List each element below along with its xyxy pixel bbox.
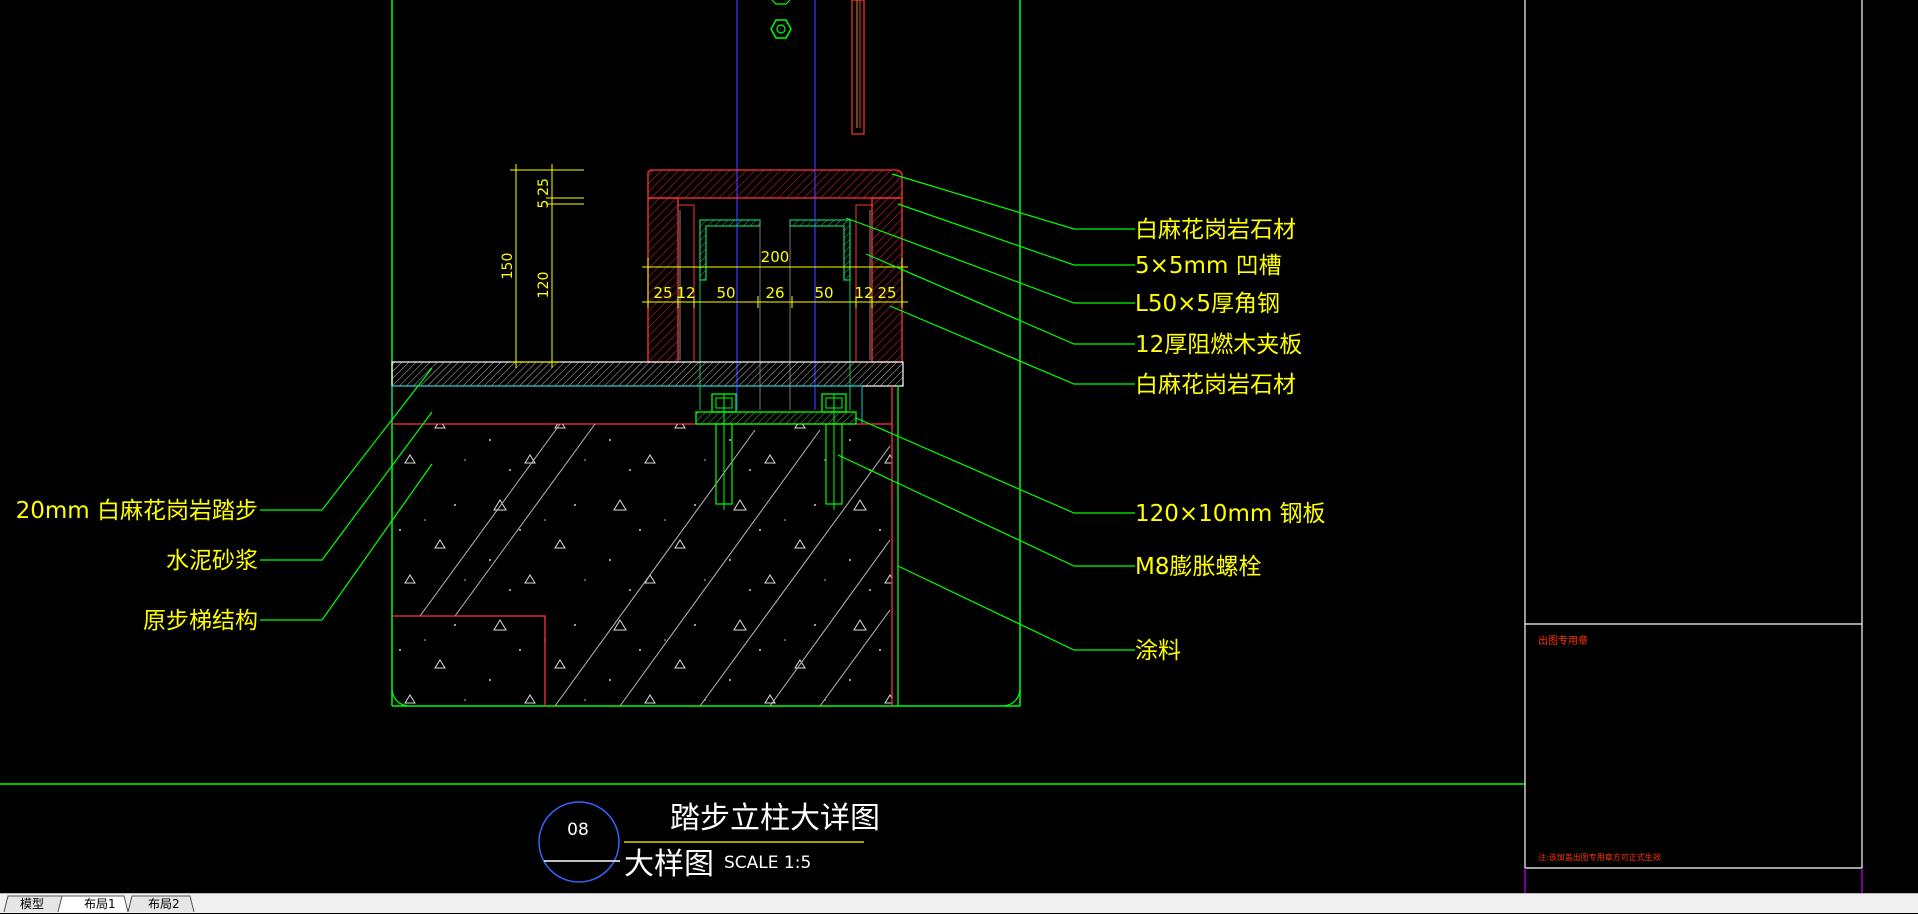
detail-title: 踏步立柱大详图 — [670, 801, 880, 836]
detail-scale: SCALE 1:5 — [724, 853, 811, 873]
dim-part-6: 12 — [854, 284, 873, 302]
stamp-label: 出图专用章 — [1538, 634, 1588, 647]
top-fixtures — [770, 0, 865, 135]
tab-layout-1[interactable]: 布局1 — [84, 897, 116, 911]
leader-lines — [260, 173, 1135, 651]
stamp-note: 注:该加盖出图专用章方可正式生效 — [1538, 852, 1661, 862]
center-axis-lines — [736, 0, 816, 410]
label-original-structure: 原步梯结构 — [143, 608, 258, 634]
label-granite-tread: 20mm 白麻花岗岩踏步 — [16, 498, 258, 524]
label-steel-plate: 120×10mm 钢板 — [1135, 501, 1326, 527]
dimension-lines — [510, 164, 908, 368]
dim-total-width: 200 — [761, 248, 790, 266]
label-plywood: 12厚阻燃木夹板 — [1135, 332, 1302, 358]
drawing-frame — [0, 0, 1863, 893]
dim-part-7: 25 — [877, 284, 896, 302]
layout-tab-bar: 模型 布局1 布局2 — [0, 893, 1918, 913]
detail-title-block — [538, 801, 864, 883]
label-paint: 涂料 — [1135, 638, 1181, 664]
label-groove: 5×5mm 凹槽 — [1135, 253, 1282, 279]
concrete-structure — [392, 386, 899, 707]
tab-model[interactable]: 模型 — [20, 897, 45, 911]
anchor-bolts — [711, 393, 847, 510]
dim-height-inner: 120 — [536, 272, 552, 299]
dim-part-1: 25 — [653, 284, 672, 302]
label-expansion-bolt: M8膨胀螺栓 — [1135, 554, 1261, 580]
cad-drawing-canvas[interactable]: 200 25 12 50 26 50 12 25 150 120 25 5 白麻… — [0, 0, 1918, 893]
dim-height-top-a: 25 — [536, 178, 552, 196]
dim-height-outer: 150 — [500, 253, 516, 280]
dim-height-top-b: 5 — [536, 200, 552, 209]
label-granite-cap: 白麻花岗岩石材 — [1135, 217, 1296, 243]
label-cement-mortar: 水泥砂浆 — [166, 548, 258, 574]
tab-layout-2[interactable]: 布局2 — [148, 897, 180, 911]
dim-part-4: 26 — [765, 284, 784, 302]
dim-part-2: 12 — [676, 284, 695, 302]
tab-shapes — [3, 895, 195, 913]
dim-part-3: 50 — [716, 284, 735, 302]
steel-plate — [695, 411, 857, 425]
detail-number: 08 — [567, 820, 589, 840]
dim-part-5: 50 — [814, 284, 833, 302]
label-granite-side: 白麻花岗岩石材 — [1135, 372, 1296, 398]
label-angle-steel: L50×5厚角钢 — [1135, 291, 1280, 317]
detail-subtitle: 大样图 — [624, 847, 714, 882]
